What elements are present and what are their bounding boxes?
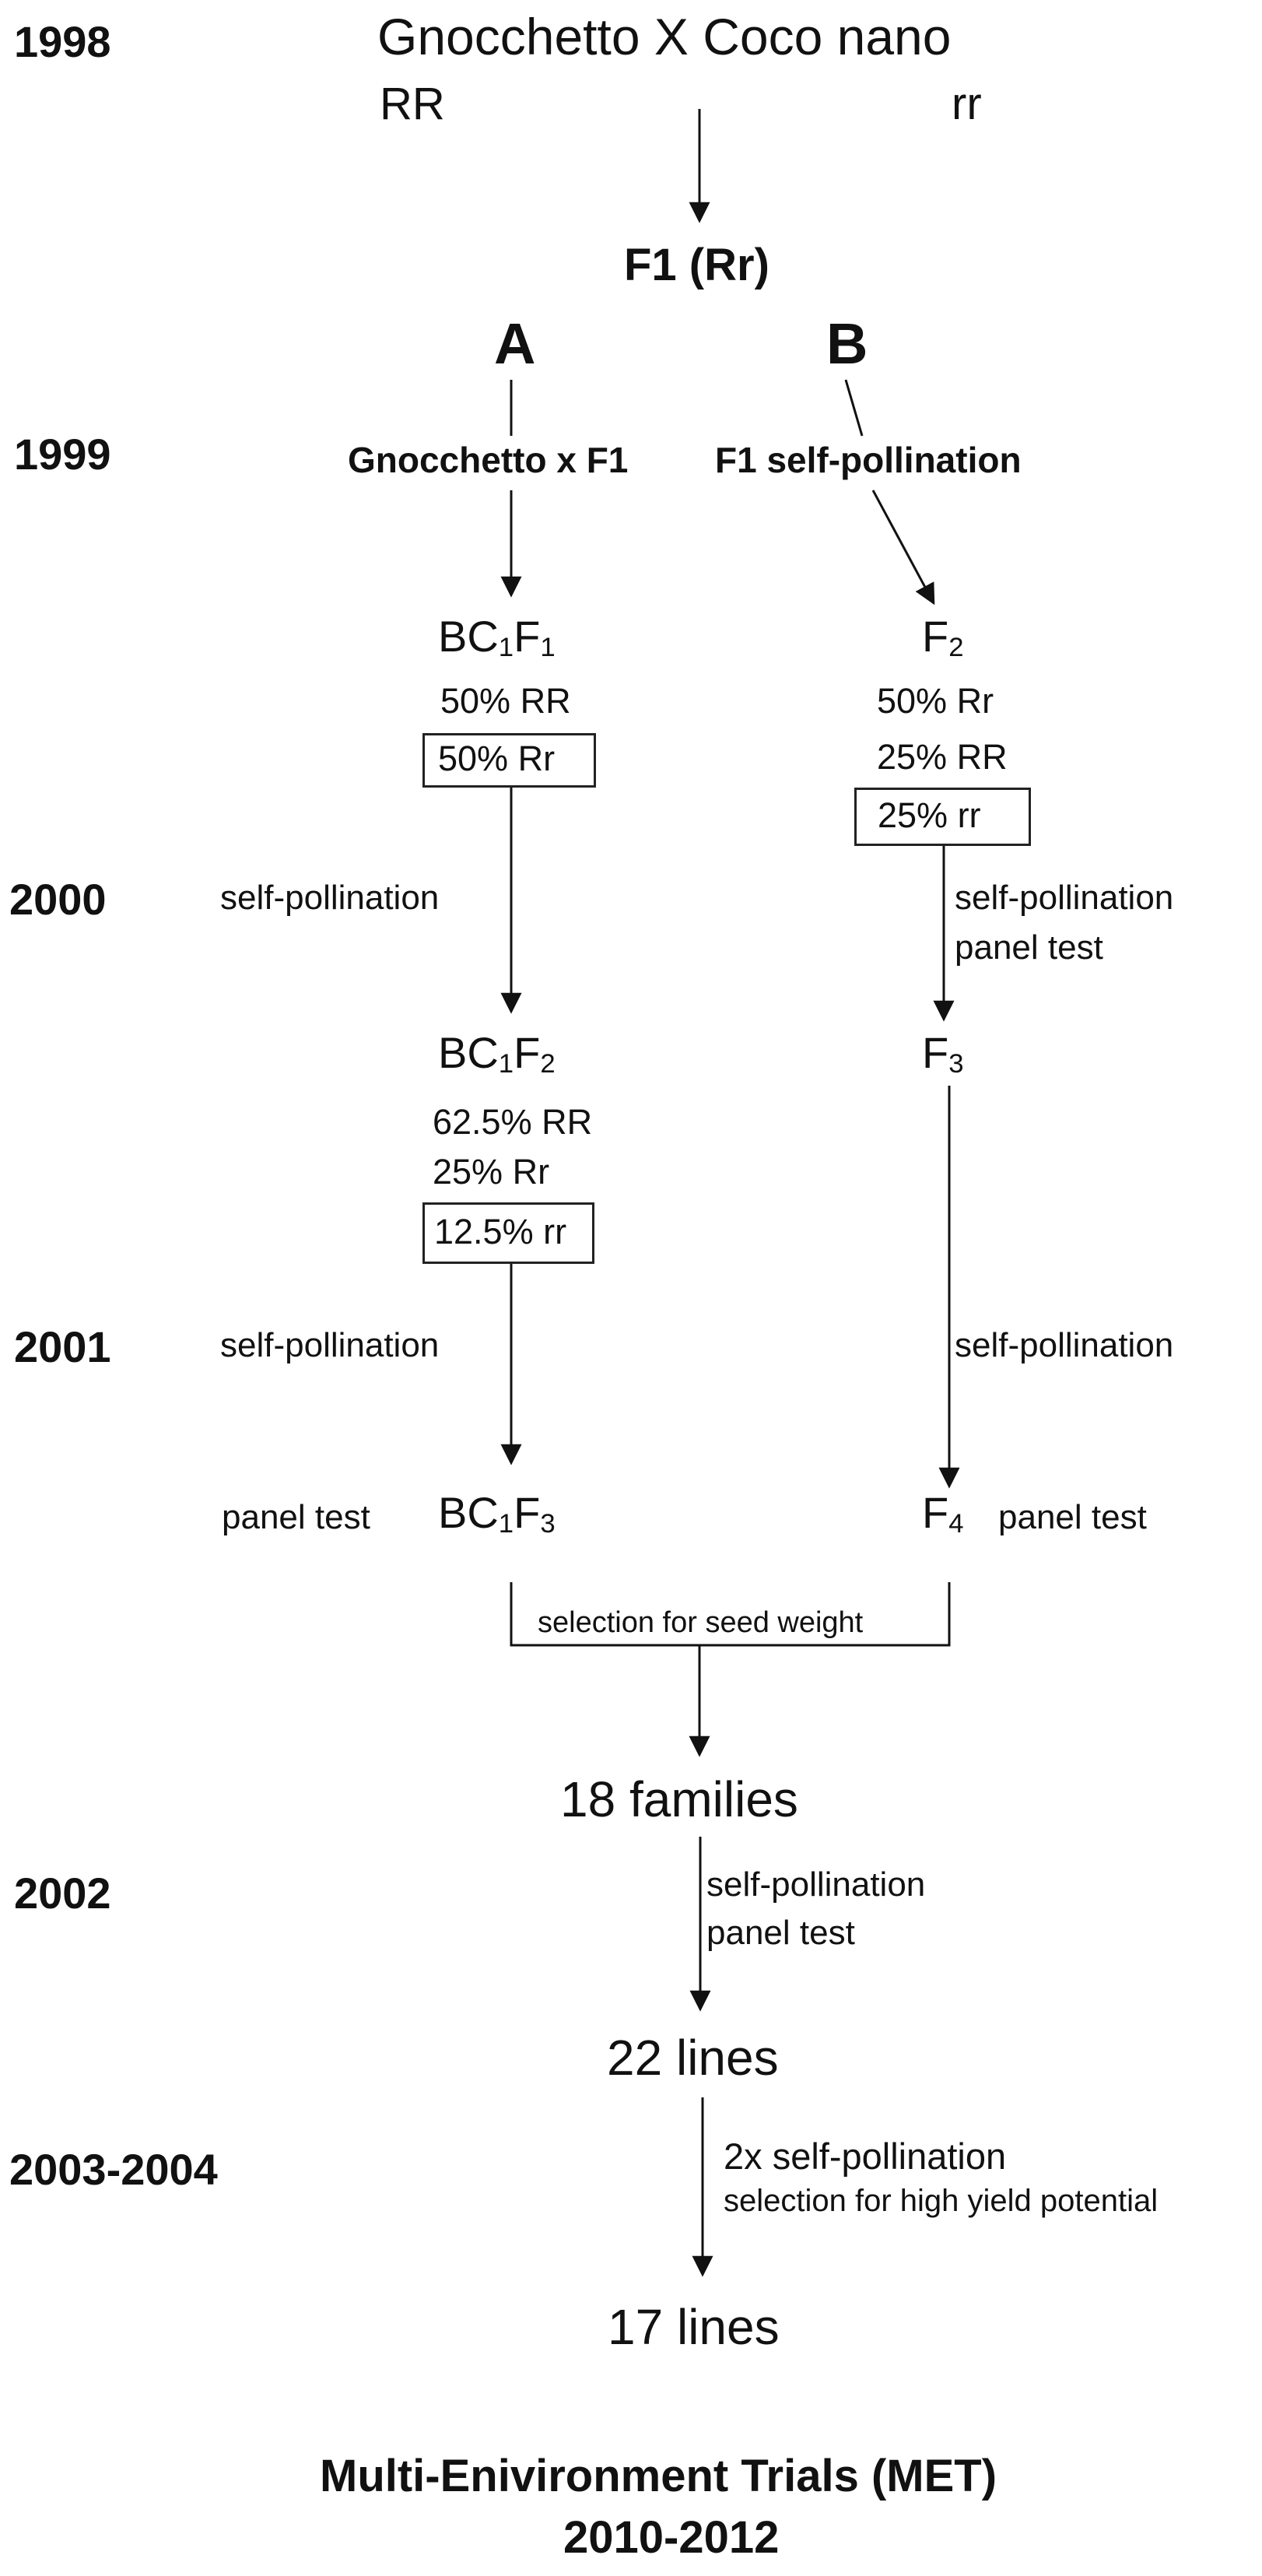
step-2000-a-label: self-pollination [220, 879, 440, 917]
families-node: 18 families [560, 1771, 798, 1827]
lines-22-node: 22 lines [607, 2030, 779, 2086]
step-2002-label-2: panel test [706, 1914, 855, 1952]
step-2003-label-1: 2x self-pollination [724, 2136, 1007, 2177]
parent2-genotype: rr [952, 79, 982, 129]
panel-test-a-label: panel test [222, 1498, 370, 1536]
year-2002: 2002 [14, 1869, 111, 1918]
met-title: Multi-Enivironment Trials (MET) [320, 2451, 997, 2501]
lines-17-node: 17 lines [608, 2299, 780, 2355]
branch-b-label: B [826, 311, 868, 376]
step-2001-b-label: self-pollination [955, 1326, 1174, 1364]
year-2001: 2001 [14, 1322, 111, 1371]
step-2001-a-label: self-pollination [220, 1326, 440, 1364]
f2-het-percent: 50% Rr [877, 681, 994, 721]
step-2000-b-label-2: panel test [955, 928, 1103, 967]
bc1f1-rr-percent: 50% RR [440, 681, 571, 721]
self-pollination-f1-label: F1 self-pollination [715, 440, 1022, 480]
year-1998: 1998 [14, 17, 111, 66]
year-1999: 1999 [14, 430, 111, 479]
parents-cross: Gnocchetto X Coco nano [377, 8, 952, 65]
arrow-b-to-f2 [871, 490, 935, 605]
f4-node: F4 [922, 1488, 964, 1539]
bc1f3-node: BC1F3 [438, 1488, 556, 1539]
bc1f2-het-percent: 25% Rr [433, 1152, 550, 1191]
backcross-label: Gnocchetto x F1 [348, 440, 629, 480]
f2-dom-percent: 25% RR [877, 737, 1008, 777]
met-years: 2010-2012 [563, 2512, 780, 2563]
bc1f1-rr-het-box [422, 733, 596, 788]
panel-test-b-label: panel test [998, 1498, 1147, 1536]
year-2003-2004: 2003-2004 [9, 2145, 218, 2194]
bc1f2-rec-percent: 12.5% rr [434, 1212, 567, 1251]
line-b-label-to-cross [844, 379, 864, 437]
bc1f1-node: BC1F1 [438, 612, 556, 663]
f2-node: F2 [922, 612, 964, 663]
step-2002-label-1: self-pollination [706, 1865, 926, 1904]
selection-seed-weight-label: selection for seed weight [538, 1606, 864, 1639]
f1-node: F1 (Rr) [624, 240, 769, 290]
bc1f1-rr-het-percent: 50% Rr [438, 739, 556, 778]
parent1-genotype: RR [380, 79, 445, 129]
f3-node: F3 [922, 1028, 964, 1079]
bc1f2-rr-percent: 62.5% RR [433, 1102, 593, 1142]
year-2000: 2000 [9, 875, 107, 924]
f2-rec-box [854, 788, 1031, 846]
step-2003-label-2: selection for high yield potential [724, 2184, 1159, 2218]
step-2000-b-label-1: self-pollination [955, 879, 1174, 917]
merge-bracket [510, 1582, 951, 1647]
bc1f2-rec-box [422, 1202, 594, 1264]
f2-rec-percent: 25% rr [878, 795, 981, 835]
bc1f2-node: BC1F2 [438, 1028, 556, 1079]
branch-a-label: A [494, 311, 536, 376]
